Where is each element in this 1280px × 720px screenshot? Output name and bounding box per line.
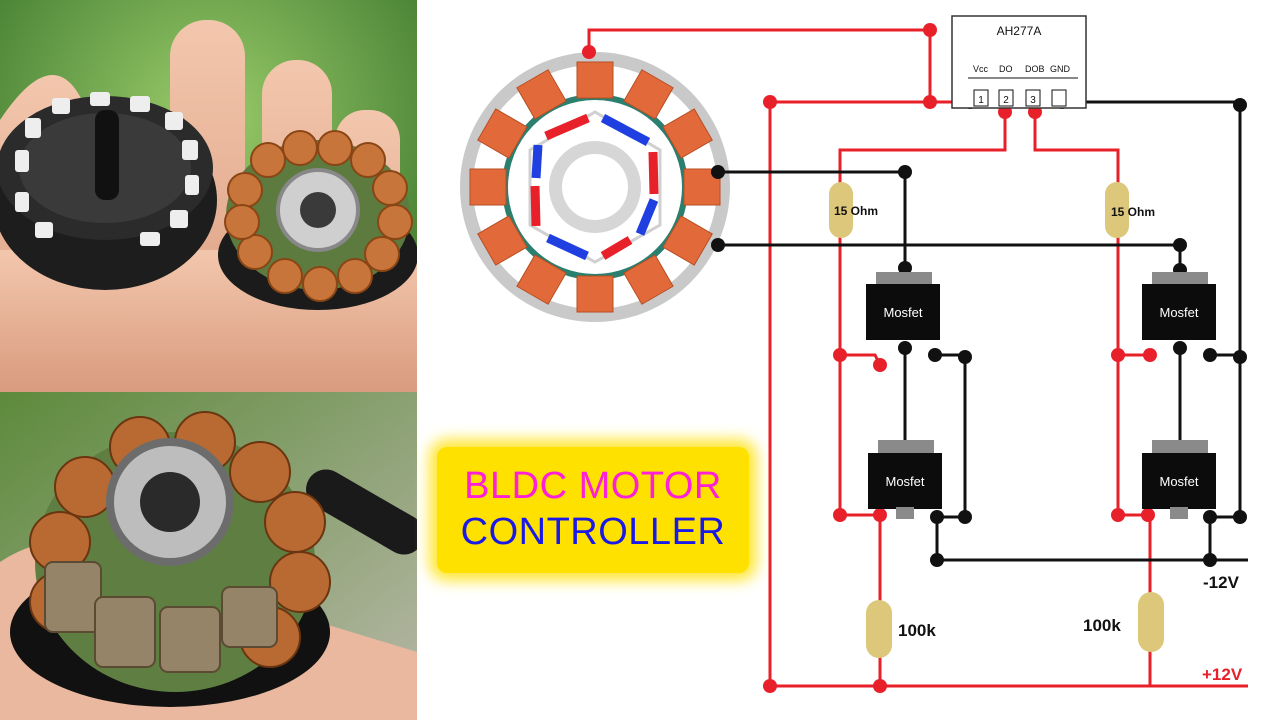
motor-stator-diagram bbox=[460, 52, 730, 322]
stator-coil bbox=[662, 108, 713, 159]
ic-part-label: AH277A bbox=[997, 24, 1042, 38]
svg-text:Mosfet: Mosfet bbox=[1159, 474, 1198, 489]
svg-text:100k: 100k bbox=[1083, 616, 1121, 635]
photo-motor-parts bbox=[0, 0, 417, 392]
resistor-right-pulldown: 100k bbox=[1083, 592, 1164, 652]
junction-dots-red bbox=[582, 23, 1157, 693]
stator-coil bbox=[477, 108, 528, 159]
mosfet-top-right: Mosfet bbox=[1142, 272, 1216, 340]
stator-coil bbox=[623, 69, 674, 120]
junction-dots-black bbox=[711, 95, 1247, 567]
stator-coil bbox=[469, 168, 507, 206]
stator-coil bbox=[576, 275, 614, 313]
stator-coil bbox=[516, 69, 567, 120]
svg-text:Mosfet: Mosfet bbox=[1159, 305, 1198, 320]
pin-number-2: 2 bbox=[1003, 95, 1009, 106]
stator-coil bbox=[516, 254, 567, 305]
pin-number-3: 3 bbox=[1030, 95, 1036, 106]
pin-label-vcc: Vcc bbox=[973, 64, 989, 74]
stator-coil bbox=[623, 254, 674, 305]
resistor-left-gate: 15 Ohm bbox=[829, 182, 878, 238]
title-line-2: CONTROLLER bbox=[460, 511, 726, 553]
photo-stator-closeup bbox=[0, 392, 417, 720]
pin-label-do: DO bbox=[999, 64, 1013, 74]
mosfet-top-left: Mosfet bbox=[866, 272, 940, 340]
stator-coils bbox=[469, 61, 721, 313]
stator-coil bbox=[477, 215, 528, 266]
resistor-left-pulldown: 100k bbox=[866, 600, 936, 658]
hall-sensor-ic: AH277A Vcc DO DOB GND 1 2 3 bbox=[951, 15, 1087, 109]
schematic-diagram: AH277A Vcc DO DOB GND 1 2 3 15 Ohm 15 Oh… bbox=[460, 15, 1248, 693]
rotor-magnets bbox=[530, 113, 659, 261]
title-banner: BLDC MOTOR CONTROLLER bbox=[437, 447, 749, 573]
pin-number-1: 1 bbox=[978, 95, 984, 106]
svg-text:100k: 100k bbox=[898, 621, 936, 640]
pin-label-gnd: GND bbox=[1050, 64, 1071, 74]
title-line-1: BLDC MOTOR bbox=[464, 465, 722, 507]
mosfet-bottom-right: Mosfet bbox=[1142, 440, 1216, 519]
svg-text:15 Ohm: 15 Ohm bbox=[834, 204, 878, 218]
stator-coil bbox=[576, 61, 614, 99]
stator-coil bbox=[662, 215, 713, 266]
mosfet-bottom-left: Mosfet bbox=[868, 440, 942, 519]
pin-label-dob: DOB bbox=[1025, 64, 1045, 74]
supply-negative-label: -12V bbox=[1203, 573, 1240, 592]
svg-text:Mosfet: Mosfet bbox=[885, 474, 924, 489]
svg-text:Mosfet: Mosfet bbox=[883, 305, 922, 320]
red-wires bbox=[587, 28, 1248, 688]
resistor-right-gate: 15 Ohm bbox=[1105, 182, 1155, 238]
svg-text:15 Ohm: 15 Ohm bbox=[1111, 205, 1155, 219]
supply-positive-label: +12V bbox=[1202, 665, 1243, 684]
